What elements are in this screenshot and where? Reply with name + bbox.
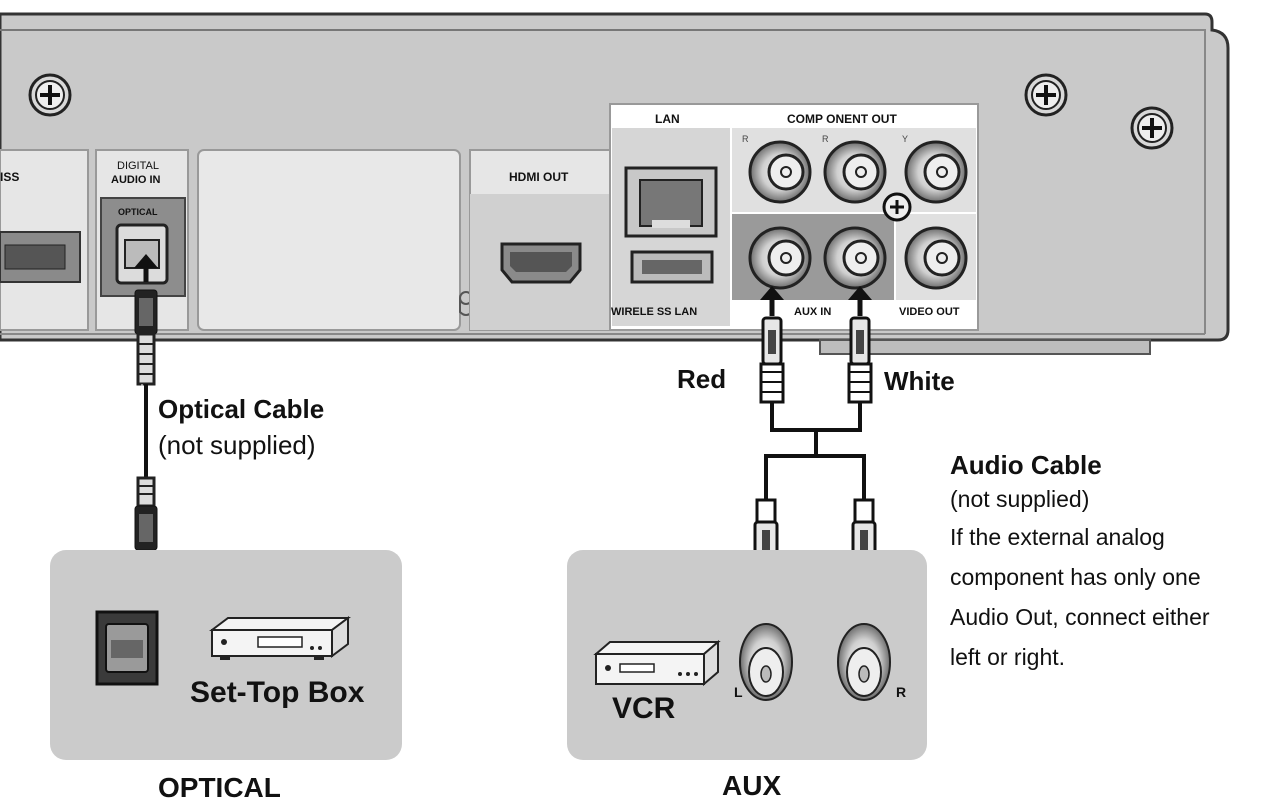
white-plug-label: White	[884, 366, 955, 396]
component-pb-label: R	[822, 134, 829, 144]
instruction-line: left or right.	[950, 644, 1066, 670]
aux-in-jack-left	[748, 226, 812, 290]
optical-port-icon	[95, 610, 159, 686]
right-jack-label: R	[896, 684, 907, 700]
screw-icon	[882, 192, 912, 222]
component-out-label: COMP ONENT OUT	[787, 112, 897, 126]
component-jack-pb	[823, 140, 887, 204]
screw-icon	[1024, 73, 1068, 117]
set-top-box-icon	[209, 616, 351, 660]
red-plug-label: Red	[677, 364, 727, 394]
audio-cable-title: Audio Cable	[950, 450, 1102, 480]
component-y-label: Y	[902, 134, 909, 144]
left-jack-label: L	[734, 684, 743, 700]
aux-in-jack-right	[823, 226, 887, 290]
screw-icon	[1130, 106, 1174, 150]
aux-in-label: AUX IN	[794, 306, 832, 318]
optical-port-label: OPTICAL	[118, 207, 158, 217]
component-jack-pr	[748, 140, 812, 204]
hdmi-out-label: HDMI OUT	[509, 170, 569, 184]
optical-cable	[134, 254, 158, 592]
vcr-label: VCR	[612, 692, 676, 725]
vcr-icon	[593, 639, 721, 687]
digital-audio-in-label: AUDIO IN	[111, 174, 161, 186]
aux-caption: AUX	[722, 770, 782, 801]
instruction-line: If the external analog	[950, 524, 1165, 550]
video-out-label: VIDEO OUT	[899, 306, 960, 318]
video-out-jack	[904, 226, 968, 290]
instruction-line: Audio Out, connect either	[950, 604, 1210, 630]
vcr-audio-out-left-jack	[739, 623, 793, 701]
optical-caption: OPTICAL	[158, 772, 281, 803]
optical-cable-title: Optical Cable	[158, 394, 325, 424]
wireless-lan-label: WIRELE SS LAN	[611, 306, 698, 318]
audio-cable-note: (not supplied)	[950, 486, 1090, 512]
component-pr-label: R	[742, 134, 749, 144]
lan-label: LAN	[655, 112, 680, 126]
digital-audio-in-label: DIGITAL	[117, 160, 159, 172]
vcr-audio-out-right-jack	[837, 623, 891, 701]
set-top-box-label: Set-Top Box	[190, 676, 365, 709]
partial-port-label: ISS	[0, 170, 20, 184]
instruction-line: component has only one	[950, 564, 1201, 590]
component-jack-y	[904, 140, 968, 204]
screw-icon	[28, 73, 72, 117]
optical-cable-note: (not supplied)	[158, 430, 316, 460]
